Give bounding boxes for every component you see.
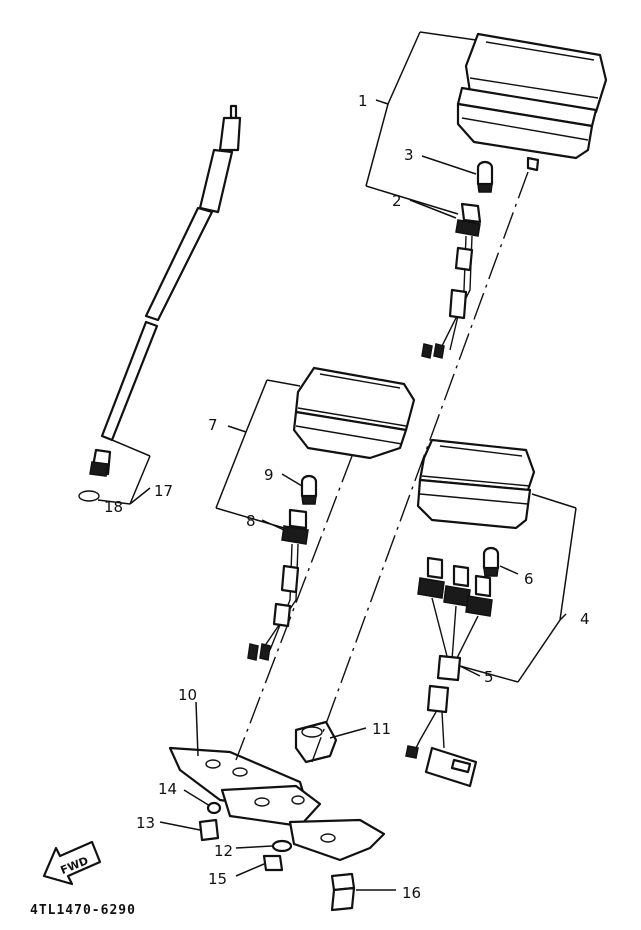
o-ring-18 — [78, 490, 100, 502]
assembly-center-lines — [235, 171, 529, 763]
callout-6: 6 — [524, 570, 534, 588]
callout-10: 10 — [178, 686, 197, 704]
bulb-socket-cord-2 — [421, 202, 482, 359]
callout-3: 3 — [404, 146, 414, 164]
damper-11 — [294, 720, 338, 764]
speedometer-assembly — [456, 32, 608, 172]
callout-4: 4 — [580, 610, 590, 628]
callout-labels: 1 3 2 7 9 8 17 18 6 4 5 10 11 14 13 12 1… — [104, 92, 590, 902]
bulb-6 — [482, 546, 500, 577]
bulb-3 — [476, 160, 494, 193]
callout-8: 8 — [246, 512, 256, 530]
indicator-light-assembly — [416, 438, 536, 530]
callout-9: 9 — [264, 466, 274, 484]
callout-11: 11 — [372, 720, 391, 738]
meter-bracket-10 — [168, 746, 386, 862]
speedometer-cable — [78, 104, 242, 502]
bulb-socket-cord-8 — [247, 508, 309, 661]
bulb-socket-cord-5 — [405, 556, 493, 788]
callout-17: 17 — [154, 482, 173, 500]
callout-2: 2 — [392, 192, 402, 210]
callout-18: 18 — [104, 498, 123, 516]
callout-16: 16 — [402, 884, 421, 902]
tachometer-assembly — [292, 366, 416, 460]
callout-15: 15 — [208, 870, 227, 888]
leader-lines — [129, 99, 567, 891]
callout-7: 7 — [208, 416, 218, 434]
callout-12: 12 — [214, 842, 233, 860]
diagram-code: 4TL1470-6290 — [30, 903, 136, 918]
hardware-parts — [198, 801, 356, 912]
forward-arrow-icon: FWD — [42, 840, 102, 886]
callout-5: 5 — [484, 668, 494, 686]
callout-14: 14 — [158, 780, 177, 798]
callout-13: 13 — [136, 814, 155, 832]
bulb-9 — [300, 474, 318, 505]
callout-1: 1 — [358, 92, 368, 110]
